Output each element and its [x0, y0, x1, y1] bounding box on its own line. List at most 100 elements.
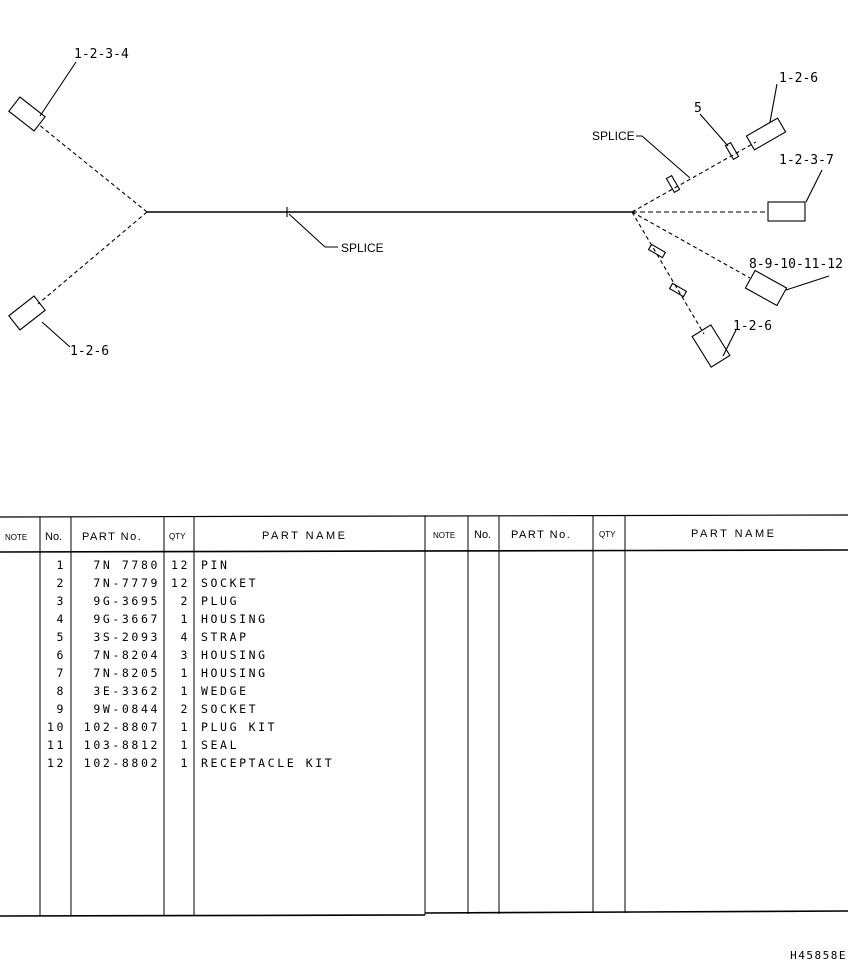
upper-right-branch-wire	[631, 141, 757, 213]
trunk-splice-label: SPLICE	[341, 241, 384, 255]
table-top-rule	[0, 514, 849, 518]
table-row: 11 103-8812 1 SEAL	[47, 738, 239, 752]
row-no: 5	[56, 630, 66, 644]
strap-upper	[665, 174, 681, 194]
row-part-name: PIN	[201, 558, 230, 572]
leader-right-splice	[636, 135, 691, 179]
bottom-right-connector-label: 1-2-6	[733, 319, 772, 334]
row-part-no: 9W-0844	[93, 702, 160, 716]
row-qty: 4	[180, 630, 190, 644]
left-no-header: No.	[45, 531, 62, 543]
row-qty: 2	[180, 702, 190, 716]
row-part-no: 7N-8205	[93, 666, 160, 680]
row-no: 1	[56, 558, 66, 572]
table-row: 1 7N 7780 12 PIN	[56, 558, 230, 572]
bottom-left-connector	[8, 295, 46, 331]
table-rows: 1 7N 7780 12 PIN 2 7N-7779 12 SOCKET 3 9…	[47, 558, 334, 770]
left-qty-header: QTY	[169, 532, 186, 541]
row-part-no: 9G-3667	[93, 612, 160, 626]
top-right-connector	[745, 117, 787, 151]
row-qty: 1	[180, 684, 190, 698]
right-qty-header: QTY	[599, 530, 616, 539]
lower-right-connector	[744, 269, 788, 307]
document-id: H45858E	[790, 949, 847, 962]
row-part-name: SOCKET	[201, 576, 258, 590]
right-no-header: No.	[474, 529, 491, 541]
row-part-no: 7N 7780	[93, 558, 160, 572]
row-part-name: HOUSING	[201, 648, 268, 662]
row-part-name: SEAL	[201, 738, 239, 752]
row-no: 4	[56, 612, 66, 626]
table-row: 2 7N-7779 12 SOCKET	[56, 576, 258, 590]
row-part-name: HOUSING	[201, 666, 268, 680]
row-qty: 2	[180, 594, 190, 608]
table-row: 3 9G-3695 2 PLUG	[56, 594, 239, 608]
top-right-connector-label: 1-2-6	[779, 71, 818, 86]
row-part-no: 3S-2093	[93, 630, 160, 644]
leader-strap-5	[699, 113, 729, 147]
row-qty: 12	[171, 558, 190, 572]
row-no: 7	[56, 666, 66, 680]
strap-top-right	[724, 141, 740, 161]
row-qty: 1	[180, 666, 190, 680]
strap-callout-label: 5	[694, 101, 702, 116]
row-no: 3	[56, 594, 66, 608]
table-bottom-rule-right	[424, 910, 849, 914]
row-no: 10	[47, 720, 66, 734]
row-part-no: 103-8812	[84, 738, 160, 752]
right-part-name-header: PART NAME	[691, 528, 776, 540]
row-no: 8	[56, 684, 66, 698]
leader-trunk-splice	[288, 213, 338, 248]
lower-left-branch-wire	[37, 211, 148, 305]
table-header-rule	[0, 549, 849, 553]
table-row: 4 9G-3667 1 HOUSING	[56, 612, 268, 626]
row-part-name: SOCKET	[201, 702, 258, 716]
row-part-name: WEDGE	[201, 684, 249, 698]
upper-left-branch-wire	[37, 123, 148, 213]
middle-right-connector	[767, 201, 806, 222]
leader-top-right-connector	[769, 83, 778, 123]
table-row: 9 9W-0844 2 SOCKET	[56, 702, 258, 716]
row-part-no: 9G-3695	[93, 594, 160, 608]
row-part-no: 102-8807	[84, 720, 160, 734]
row-no: 11	[47, 738, 66, 752]
row-no: 2	[56, 576, 66, 590]
row-part-no: 7N-7779	[93, 576, 160, 590]
table-row: 8 3E-3362 1 WEDGE	[56, 684, 249, 698]
leader-bottom-right-connector	[722, 329, 737, 357]
row-qty: 1	[180, 756, 190, 770]
lower-right-branch-wire	[631, 211, 751, 279]
row-no: 6	[56, 648, 66, 662]
row-part-name: RECEPTACLE KIT	[201, 756, 334, 770]
row-qty: 12	[171, 576, 190, 590]
harness-diagram	[8, 61, 830, 368]
row-no: 9	[56, 702, 66, 716]
leader-middle-right-connector	[805, 169, 823, 203]
middle-right-connector-label: 1-2-3-7	[779, 153, 834, 168]
leader-bottom-left	[41, 321, 71, 348]
table-row: 7 7N-8205 1 HOUSING	[56, 666, 268, 680]
row-part-name: PLUG	[201, 594, 239, 608]
bottom-right-connector	[691, 324, 731, 368]
row-part-name: PLUG KIT	[201, 720, 277, 734]
table-row: 6 7N-8204 3 HOUSING	[56, 648, 268, 662]
row-part-name: STRAP	[201, 630, 249, 644]
leader-lower-right-connector	[785, 275, 830, 291]
row-qty: 1	[180, 738, 190, 752]
table-row: 12 102-8802 1 RECEPTACLE KIT	[47, 756, 334, 770]
left-part-name-header: PART NAME	[262, 530, 347, 542]
strap-lower-1	[647, 243, 667, 259]
row-part-name: HOUSING	[201, 612, 268, 626]
top-left-connector-label: 1-2-3-4	[74, 47, 129, 62]
row-part-no: 3E-3362	[93, 684, 160, 698]
table-bottom-rule-left	[0, 914, 426, 917]
table-row: 5 3S-2093 4 STRAP	[56, 630, 249, 644]
right-splice-label: SPLICE	[592, 129, 635, 143]
row-no: 12	[47, 756, 66, 770]
top-left-connector	[8, 96, 46, 132]
left-part-no-header: PART No.	[82, 531, 142, 543]
right-part-no-header: PART No.	[511, 529, 571, 541]
row-qty: 1	[180, 720, 190, 734]
leader-top-left	[39, 61, 77, 117]
